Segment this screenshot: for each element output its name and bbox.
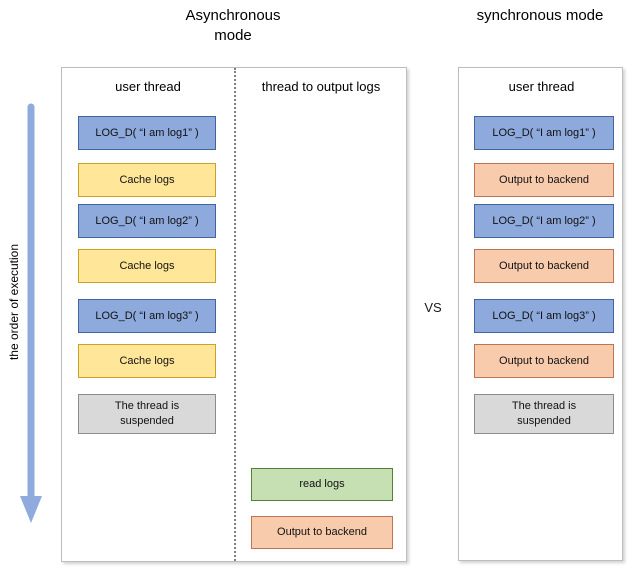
log-call-box: LOG_D( “I am log2” ) [474,204,614,238]
thread-suspended-box: The thread is suspended [474,394,614,434]
user-thread-header-right: user thread [508,79,575,94]
thread-suspended-box: The thread is suspended [78,394,216,434]
output-backend-box: Output to backend [251,516,393,549]
output-backend-box: Output to backend [474,249,614,283]
cache-logs-box: Cache logs [78,163,216,197]
log-call-box: LOG_D( “I am log3” ) [474,299,614,333]
thread-divider [234,68,236,561]
output-backend-box: Output to backend [474,163,614,197]
log-call-box: LOG_D( “I am log2” ) [78,204,216,238]
async-mode-title: Asynchronous mode [185,7,281,44]
log-call-box: LOG_D( “I am log3” ) [78,299,216,333]
log-call-box: LOG_D( “I am log1” ) [78,116,216,150]
cache-logs-box: Cache logs [78,344,216,378]
output-thread-header: thread to output logs [261,79,381,94]
sync-panel: user thread LOG_D( “I am log1” ) Output … [458,67,623,561]
sync-mode-title: synchronous mode [476,7,604,24]
log-call-box: LOG_D( “I am log1” ) [474,116,614,150]
read-logs-box: read logs [251,468,393,501]
execution-order-arrow [20,103,42,523]
output-backend-box: Output to backend [474,344,614,378]
vs-label: VS [424,300,442,315]
execution-order-label: the order of execution [7,243,21,361]
user-thread-header: user thread [115,79,181,94]
async-panel: user thread thread to output logs LOG_D(… [61,67,407,562]
cache-logs-box: Cache logs [78,249,216,283]
